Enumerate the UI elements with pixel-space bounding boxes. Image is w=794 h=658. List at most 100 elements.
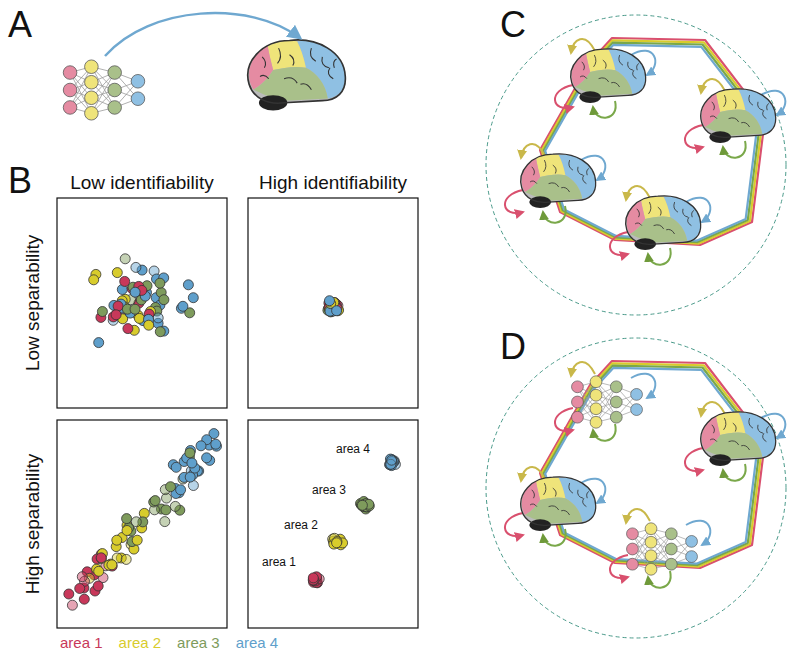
data-point <box>331 538 341 548</box>
data-point <box>79 594 89 604</box>
data-point <box>202 453 212 463</box>
network-icon <box>627 523 698 575</box>
plot-frame <box>57 420 227 628</box>
data-point <box>178 301 188 311</box>
legend-entry: area 3 <box>177 634 220 651</box>
data-point <box>187 458 197 468</box>
data-point <box>188 293 198 303</box>
data-point <box>94 338 104 348</box>
mapping-arrow <box>105 13 300 56</box>
data-point <box>325 296 335 306</box>
data-point <box>185 448 195 458</box>
feedback-arrow <box>610 555 628 578</box>
communication-loop <box>542 363 763 566</box>
brain-icon <box>701 89 776 143</box>
data-point <box>155 278 165 288</box>
legend-entry: area 4 <box>236 634 279 651</box>
legend-text: area 2 <box>119 634 162 651</box>
feedback-arrow <box>505 513 523 536</box>
data-point <box>159 295 169 305</box>
feedback-arrow <box>626 509 650 523</box>
data-point <box>160 517 170 527</box>
data-point <box>185 472 195 482</box>
communication-loop <box>544 366 761 565</box>
panel-letter: B <box>8 160 32 201</box>
data-point <box>134 313 144 323</box>
data-point <box>93 581 103 591</box>
data-point <box>170 501 180 511</box>
brain-icon <box>571 49 646 103</box>
data-point <box>89 275 99 285</box>
feedback-arrow <box>555 85 573 108</box>
column-title: Low identifiability <box>70 172 214 194</box>
data-point <box>183 280 193 290</box>
data-point <box>67 600 77 610</box>
data-point <box>332 538 342 548</box>
data-point <box>97 307 107 317</box>
data-point <box>77 572 87 582</box>
legend-entry: area 2 <box>119 634 162 651</box>
data-point <box>357 500 367 510</box>
data-point <box>171 462 181 472</box>
data-point <box>120 254 130 264</box>
row-title: High separability <box>22 454 44 594</box>
data-point <box>96 553 106 563</box>
brain-icon <box>626 196 701 250</box>
data-point <box>122 514 132 524</box>
feedback-arrow <box>543 206 566 223</box>
data-point <box>113 301 123 311</box>
data-point <box>94 566 104 576</box>
data-point <box>332 306 342 316</box>
data-point <box>132 535 142 545</box>
legend-entry: area 1 <box>60 634 103 651</box>
feedback-arrow <box>571 362 595 376</box>
data-point <box>356 500 366 510</box>
data-point <box>196 441 206 451</box>
population-circle <box>486 15 786 315</box>
data-point <box>130 304 140 314</box>
data-point <box>166 482 176 492</box>
data-point <box>387 455 397 465</box>
legend-text: area 4 <box>236 634 279 651</box>
data-point <box>176 485 186 495</box>
data-point <box>131 262 141 272</box>
panel-letter: C <box>500 4 526 45</box>
feedback-arrow <box>555 408 573 431</box>
population-circle <box>486 338 786 638</box>
data-point <box>332 538 342 548</box>
data-point <box>131 517 141 527</box>
brain-icon <box>248 40 346 110</box>
data-point <box>123 324 133 334</box>
data-point <box>107 560 117 570</box>
data-point <box>150 496 160 506</box>
feedback-arrow <box>593 101 616 118</box>
cluster-label: area 4 <box>336 443 370 457</box>
data-point <box>122 526 132 536</box>
feedback-arrow <box>543 529 566 546</box>
data-point <box>64 589 74 599</box>
feedback-arrow <box>610 232 628 255</box>
plot-frame <box>248 420 418 628</box>
feedback-arrow <box>723 464 746 481</box>
data-point <box>332 537 342 547</box>
data-point <box>121 554 131 564</box>
data-point <box>308 573 318 583</box>
data-point <box>75 584 85 594</box>
feedback-arrow <box>723 141 746 158</box>
data-point <box>130 287 140 297</box>
data-point <box>112 535 122 545</box>
row-title: Low separability <box>22 235 44 371</box>
brain-icon <box>521 154 596 208</box>
cluster-label: area 2 <box>284 519 318 533</box>
data-point <box>161 505 171 515</box>
data-point <box>120 276 130 286</box>
panel-letter: A <box>8 4 32 45</box>
data-point <box>155 327 165 337</box>
data-point <box>111 310 121 320</box>
cluster-label: area 1 <box>262 556 296 570</box>
data-point <box>211 439 221 449</box>
panel-letter: D <box>500 326 526 367</box>
network-icon <box>63 60 144 120</box>
feedback-arrow <box>648 248 671 265</box>
